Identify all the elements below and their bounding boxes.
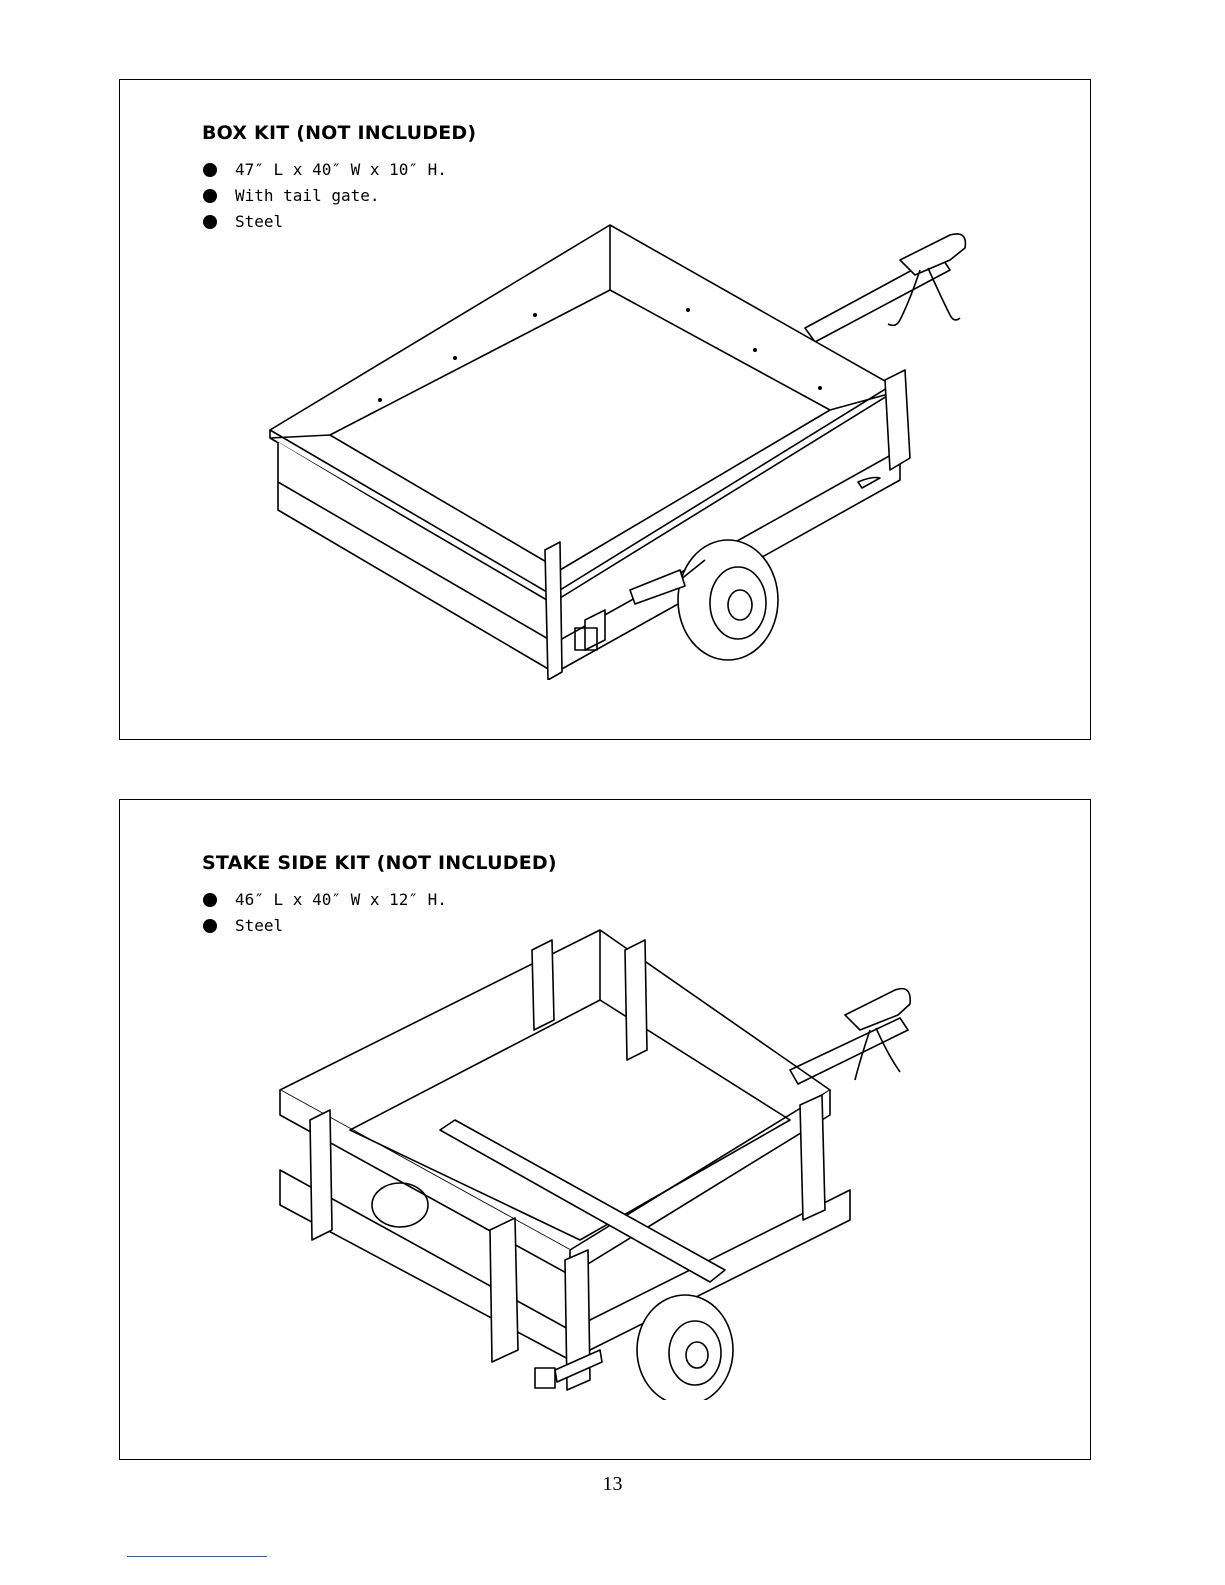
bullet-icon (203, 893, 217, 907)
spec-text: 47″ L x 40″ W x 10″ H. (235, 160, 447, 179)
stake-kit-trailer-illustration (270, 920, 970, 1400)
page-number: 13 (0, 1473, 1225, 1496)
footer-link-underline (127, 1556, 267, 1557)
bullet-icon (203, 163, 217, 177)
stake-kit-panel: STAKE SIDE KIT (NOT INCLUDED) 46″ L x 40… (119, 799, 1091, 1460)
spec-text: With tail gate. (235, 186, 380, 205)
stake-kit-title: STAKE SIDE KIT (NOT INCLUDED) (202, 852, 557, 874)
box-kit-title: BOX KIT (NOT INCLUDED) (202, 122, 476, 144)
box-kit-trailer-illustration (260, 220, 980, 680)
bullet-icon (203, 215, 217, 229)
spec-item: 47″ L x 40″ W x 10″ H. (202, 157, 447, 183)
spec-text: 46″ L x 40″ W x 12″ H. (235, 890, 447, 909)
box-kit-panel: BOX KIT (NOT INCLUDED) 47″ L x 40″ W x 1… (119, 79, 1091, 740)
bullet-icon (203, 919, 217, 933)
bullet-icon (203, 189, 217, 203)
spec-item: With tail gate. (202, 183, 447, 209)
spec-item: 46″ L x 40″ W x 12″ H. (202, 887, 447, 913)
